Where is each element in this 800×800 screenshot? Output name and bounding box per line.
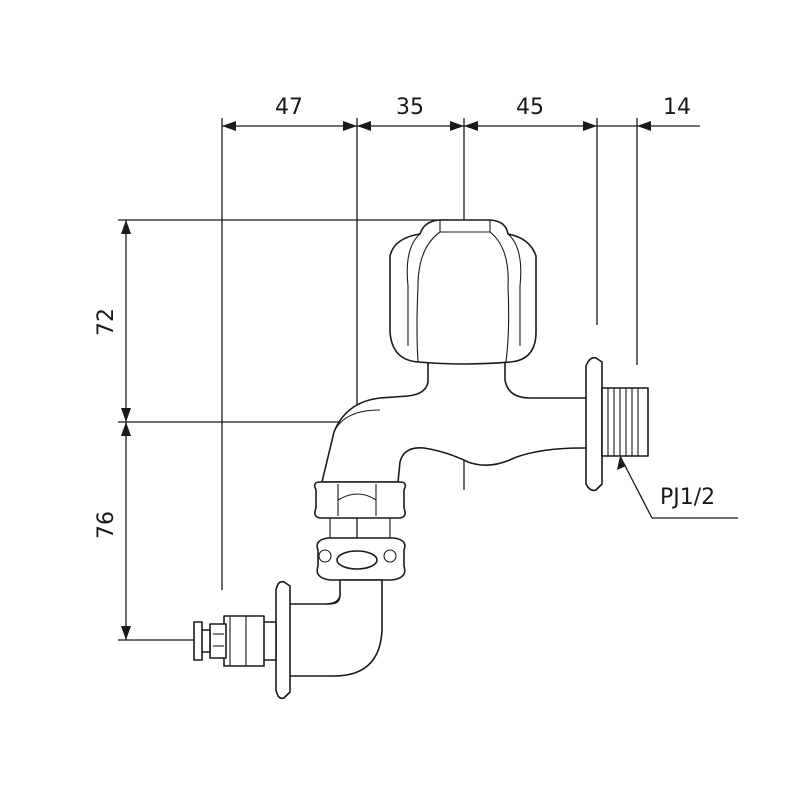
dim-label-45: 45 [516, 95, 544, 120]
faucet-body [321, 355, 591, 483]
dim-label-76: 76 [94, 511, 119, 539]
horizontal-dimension-line [222, 121, 700, 131]
swivel-ring [316, 518, 406, 581]
handle-knob [389, 219, 537, 365]
hex-nut [313, 481, 407, 519]
vertical-dimension-line [121, 220, 131, 640]
lower-flange [275, 580, 291, 700]
dim-label-35: 35 [396, 95, 424, 120]
thread-label: PJ1/2 [660, 485, 715, 510]
elbow-pipe [287, 579, 383, 677]
thread-connector [601, 387, 649, 457]
dim-label-72: 72 [94, 308, 119, 336]
dim-label-14: 14 [663, 95, 691, 120]
dim-label-47: 47 [275, 95, 303, 120]
wall-flange [585, 356, 603, 492]
hose-connector [193, 615, 277, 667]
thread-callout-leader [617, 455, 738, 519]
